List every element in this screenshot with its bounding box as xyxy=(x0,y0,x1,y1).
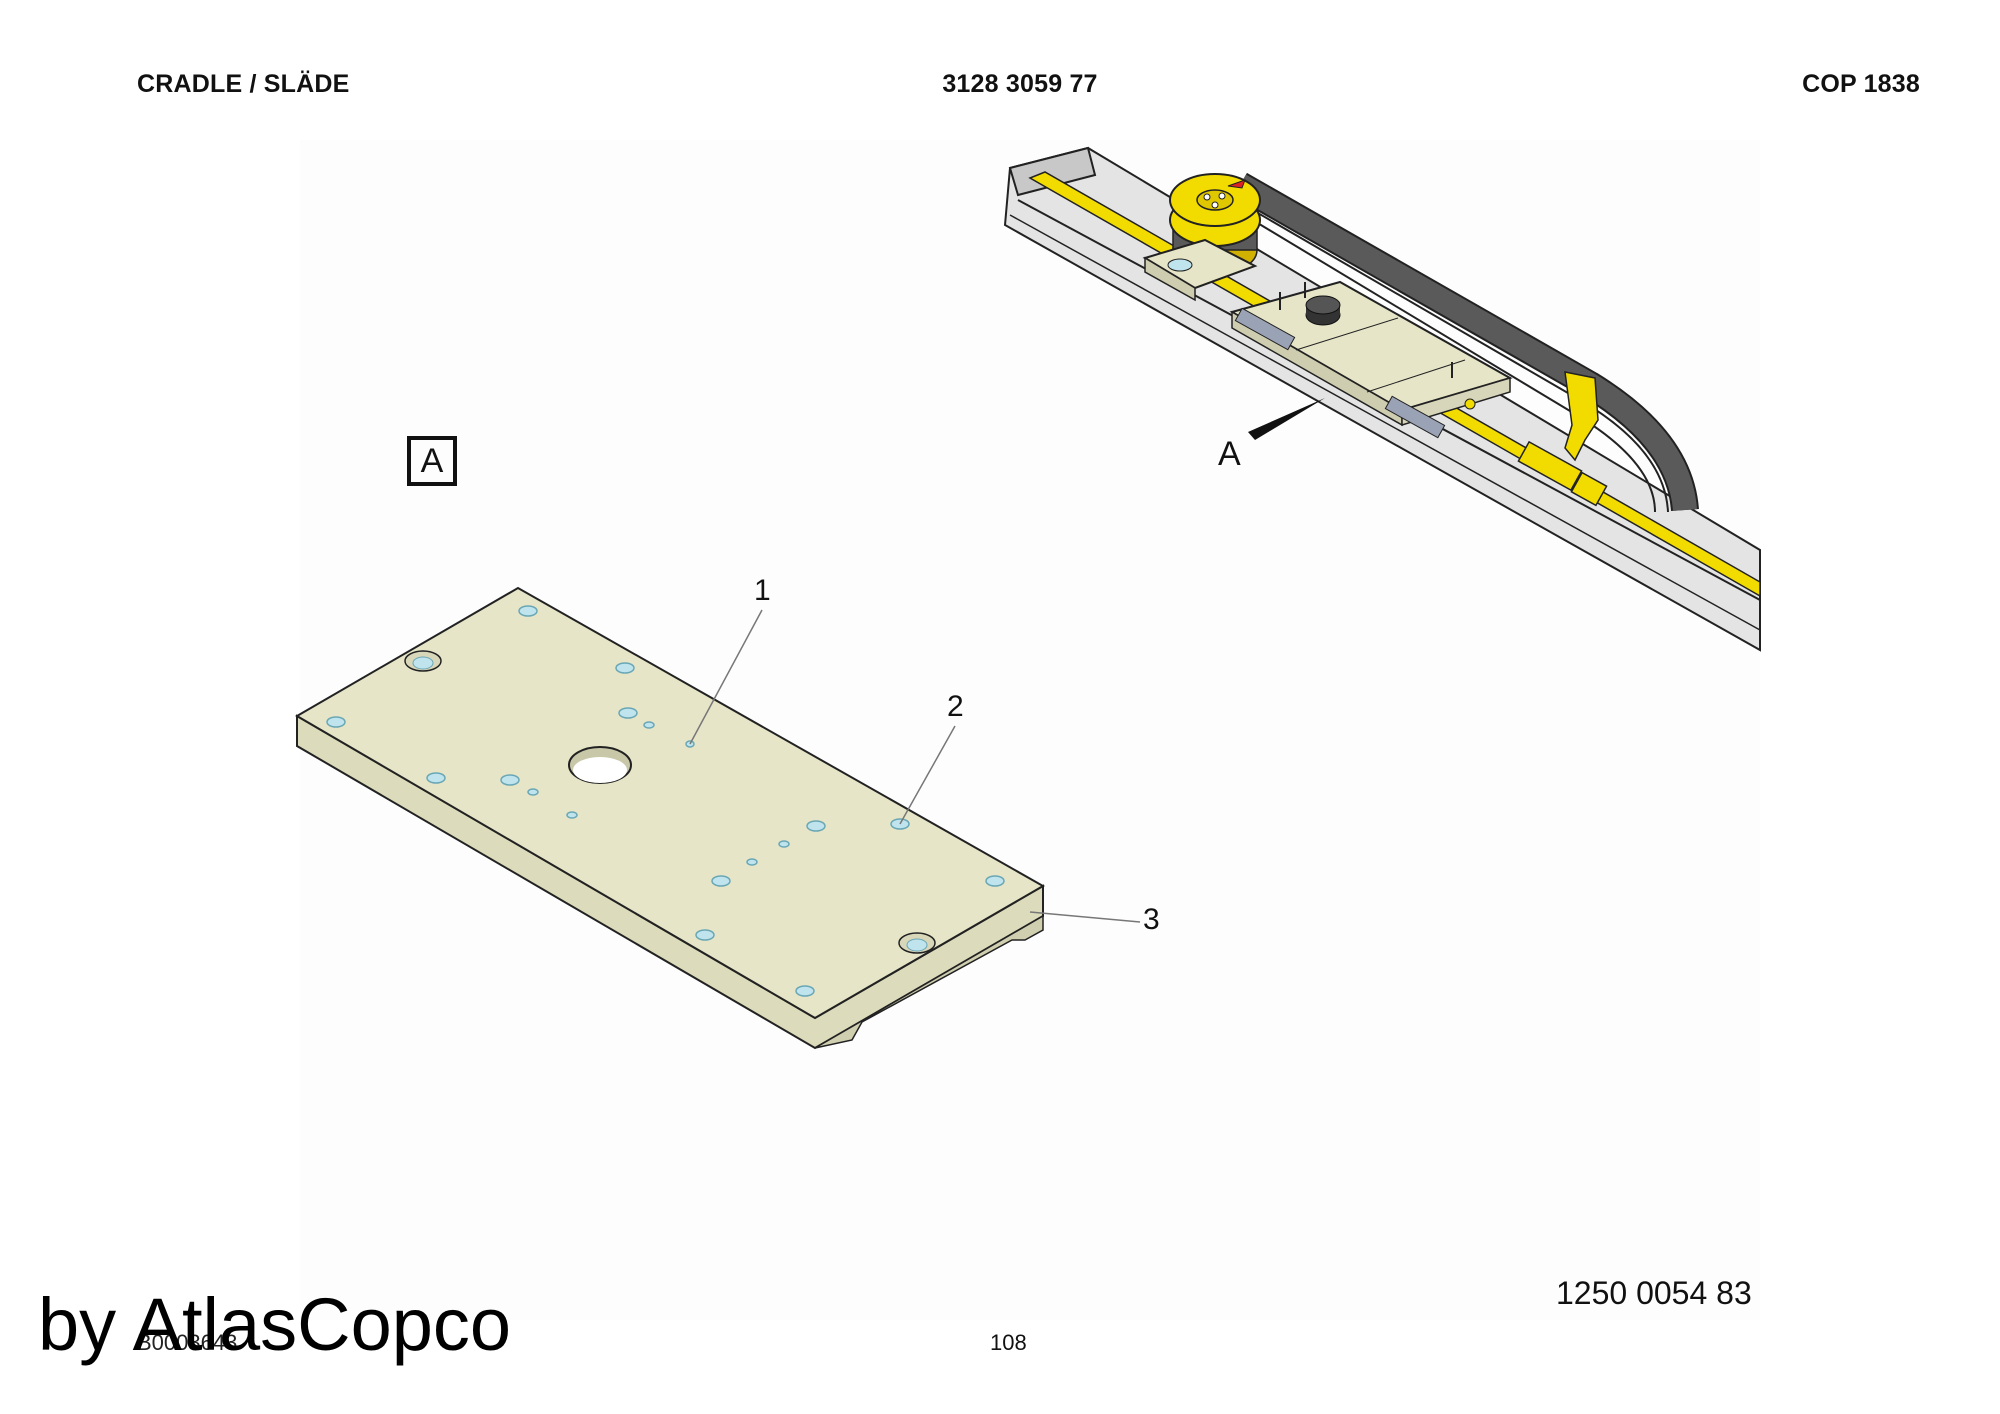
leader-line-3 xyxy=(1029,911,1141,923)
plate-top-face xyxy=(295,586,1046,1020)
leader-line-2 xyxy=(899,725,956,825)
document-title: CRADLE / SLÄDE xyxy=(137,70,350,98)
part-number: 1250 0054 83 xyxy=(1556,1275,1752,1311)
page-number: 108 xyxy=(990,1330,1027,1355)
rail-assembly xyxy=(1003,146,1761,652)
callout-1: 1 xyxy=(754,574,771,607)
document-number: 3128 3059 77 xyxy=(942,70,1098,98)
plate-holes xyxy=(326,605,1005,997)
callout-3: 3 xyxy=(1143,903,1160,936)
cradle-plate-detail xyxy=(295,586,1141,1050)
reference-code: B0003643 xyxy=(137,1330,238,1355)
leader-line-1 xyxy=(689,609,763,745)
hose-coupling xyxy=(1517,440,1583,492)
view-label-box: A xyxy=(407,436,457,486)
hose-clamp xyxy=(1564,371,1599,462)
machine-model: COP 1838 xyxy=(1802,70,1920,98)
detail-pointer xyxy=(1248,398,1325,440)
detail-pointer-label: A xyxy=(1218,435,1241,473)
watermark: by AtlasCopco xyxy=(38,1283,512,1366)
cradle-on-rail xyxy=(1229,280,1513,439)
callout-2: 2 xyxy=(947,690,964,723)
